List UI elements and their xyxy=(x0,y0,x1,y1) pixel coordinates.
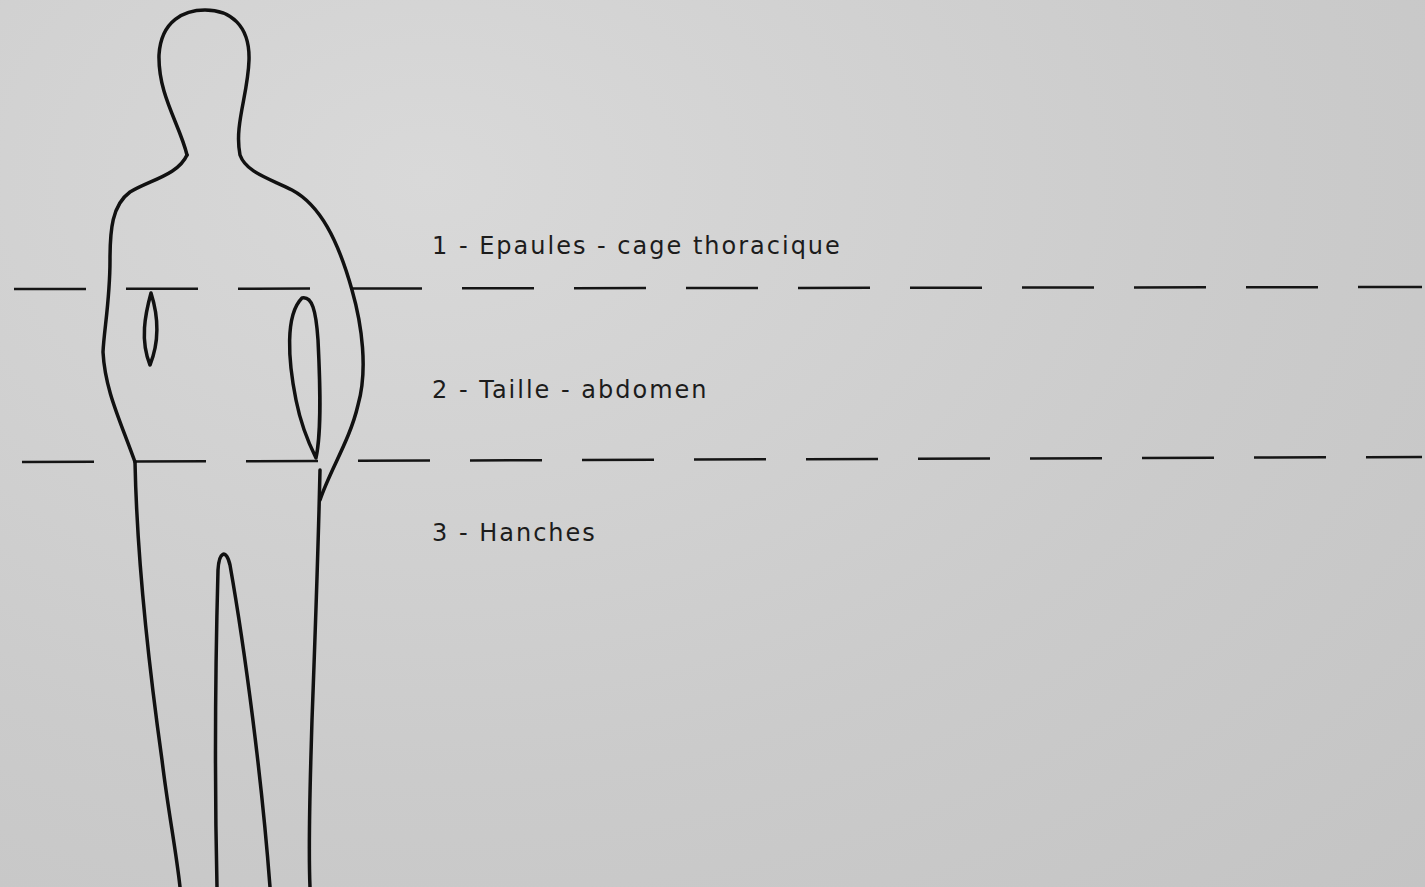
figure-outline xyxy=(103,155,187,462)
zone-divider xyxy=(14,287,1422,289)
figure-outline xyxy=(135,462,180,887)
figure-outline xyxy=(216,554,270,887)
figure-outline xyxy=(144,293,157,365)
zone-label: 1 - Epaules - cage thoracique xyxy=(432,231,842,261)
zone-label: 3 - Hanches xyxy=(432,518,597,548)
figure-outline xyxy=(309,470,320,887)
zone-label: 2 - Taille - abdomen xyxy=(432,375,708,405)
zone-divider xyxy=(22,457,1422,462)
figure-outline xyxy=(159,10,363,500)
figure-outline xyxy=(290,298,320,458)
